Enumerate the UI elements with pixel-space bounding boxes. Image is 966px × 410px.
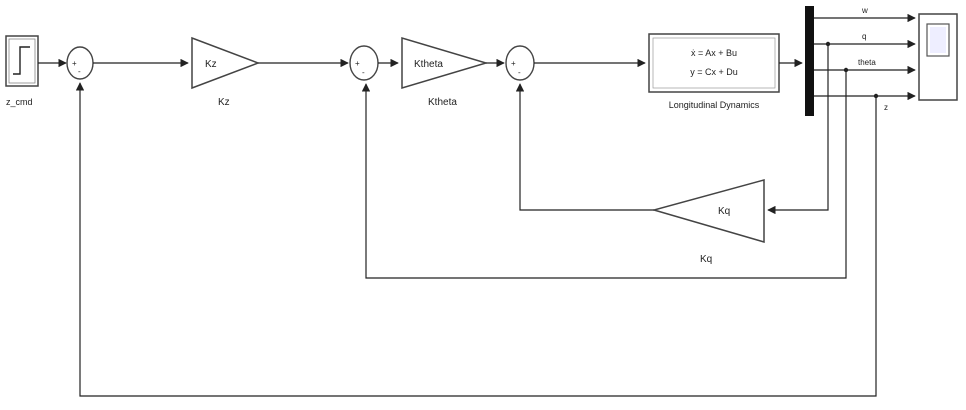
- gain-kq-text: Kq: [718, 206, 730, 217]
- gain-ktheta-label: Ktheta: [428, 97, 457, 108]
- sum-block-1[interactable]: + -: [66, 46, 94, 80]
- signal-label-z: z: [884, 103, 888, 112]
- scope-block[interactable]: [918, 13, 958, 101]
- sum3-minus: -: [518, 68, 521, 77]
- sum1-minus: -: [78, 67, 81, 76]
- gain-kq-label: Kq: [700, 254, 712, 265]
- demux-output-wires: [814, 13, 916, 101]
- sum2-plus: +: [355, 59, 360, 68]
- gain-ktheta-block[interactable]: Ktheta: [401, 36, 489, 90]
- gain-ktheta-text: Ktheta: [414, 59, 443, 70]
- state-space-eq1: ẋ = Ax + Bu: [691, 48, 737, 58]
- gain-kz-label: Kz: [218, 97, 230, 108]
- wire-q-feedback-kq: [767, 44, 829, 215]
- signal-label-w: w: [861, 6, 868, 15]
- step-block[interactable]: [5, 35, 39, 87]
- sum-block-3[interactable]: + -: [505, 45, 535, 81]
- gain-kz-block[interactable]: Kz: [191, 36, 261, 90]
- state-space-label: Longitudinal Dynamics: [669, 100, 760, 110]
- demux-block[interactable]: [805, 6, 814, 116]
- step-label: z_cmd: [6, 97, 33, 107]
- state-space-block[interactable]: ẋ = Ax + Bu y = Cx + Du: [648, 33, 780, 93]
- wire-kq-sum3: [515, 83, 654, 211]
- wire-z-feedback-sum1: [75, 82, 877, 397]
- state-space-eq2: y = Cx + Du: [690, 67, 738, 77]
- sum3-plus: +: [511, 59, 516, 68]
- gain-kz-text: Kz: [205, 59, 217, 70]
- wire-theta-feedback-sum2: [361, 70, 847, 279]
- signal-label-q: q: [862, 32, 866, 41]
- gain-kq-block[interactable]: Kq: [651, 179, 765, 243]
- signal-label-theta: theta: [858, 58, 876, 67]
- sum2-minus: -: [362, 68, 365, 77]
- sum-block-2[interactable]: + -: [349, 45, 379, 81]
- sum1-plus: +: [72, 59, 77, 68]
